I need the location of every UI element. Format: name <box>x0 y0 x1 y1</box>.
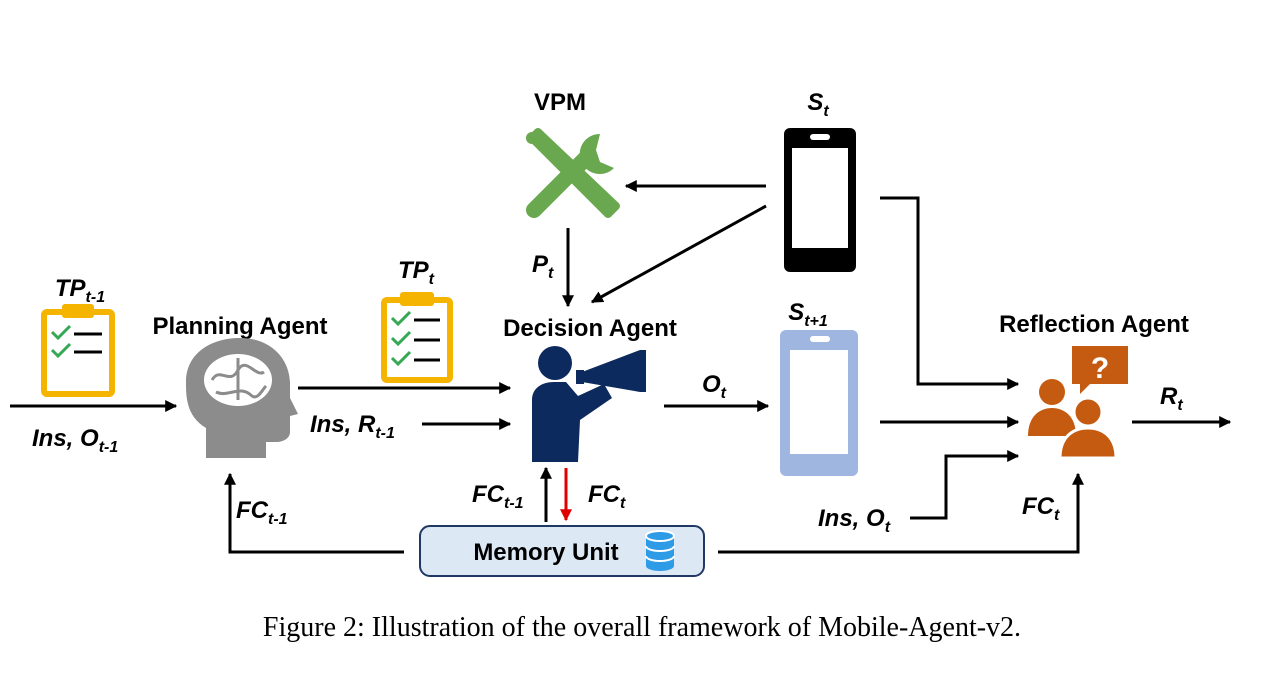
arrow-phone-to-reflection <box>880 196 1020 390</box>
edge-label-decision-to-memory: FCt <box>588 481 626 512</box>
phone-next-icon <box>780 330 858 476</box>
edge-label-reflection-output: Rt <box>1160 383 1183 414</box>
database-icon <box>645 530 675 571</box>
edge-label-decision-output: Ot <box>702 371 727 402</box>
edge-label-planning-to-decision: Ins, Rt-1 <box>310 411 395 442</box>
svg-text:?: ? <box>1091 352 1109 385</box>
edge-label-memory-to-planning: FCt-1 <box>236 497 288 528</box>
edge-label-input: Ins, Ot-1 <box>32 425 118 456</box>
megaphone-person-icon <box>532 346 646 462</box>
clipboard-current-icon <box>381 292 453 383</box>
task-progress-prev-label: TPt-1 <box>55 275 105 306</box>
planning-agent-label: Planning Agent <box>152 313 327 340</box>
arrow-phone-to-decision <box>590 204 767 304</box>
edge-label-memory-to-decision: FCt-1 <box>472 481 524 512</box>
phone-current-icon <box>784 128 856 272</box>
arrow-ins-to-reflection <box>910 450 1020 520</box>
arrow-memory-to-planning <box>224 472 404 554</box>
reflection-agent-label: Reflection Agent <box>999 311 1189 338</box>
edge-label-ins-to-reflection: Ins, Ot <box>818 505 891 536</box>
edge-label-vpm-to-decision: Pt <box>532 251 554 282</box>
framework-diagram: VPM St St+1 TPt-1 TPt <box>10 89 1232 577</box>
task-progress-current-label: TPt <box>398 257 435 288</box>
edge-label-memory-to-reflection: FCt <box>1022 493 1060 524</box>
phone-current-label: St <box>807 89 829 120</box>
vpm-label: VPM <box>534 89 586 116</box>
brain-head-icon <box>186 338 298 458</box>
clipboard-prev-icon <box>41 304 115 397</box>
reflection-people-icon: ? <box>1028 346 1128 460</box>
phone-next-label: St+1 <box>788 299 828 330</box>
figure-caption: Figure 2: Illustration of the overall fr… <box>262 612 1022 643</box>
memory-unit-label: Memory Unit <box>473 539 618 566</box>
memory-unit-box <box>419 525 705 577</box>
decision-agent-label: Decision Agent <box>503 315 677 342</box>
wrench-screwdriver-icon <box>526 128 620 218</box>
arrow-memory-to-reflection <box>718 472 1084 554</box>
